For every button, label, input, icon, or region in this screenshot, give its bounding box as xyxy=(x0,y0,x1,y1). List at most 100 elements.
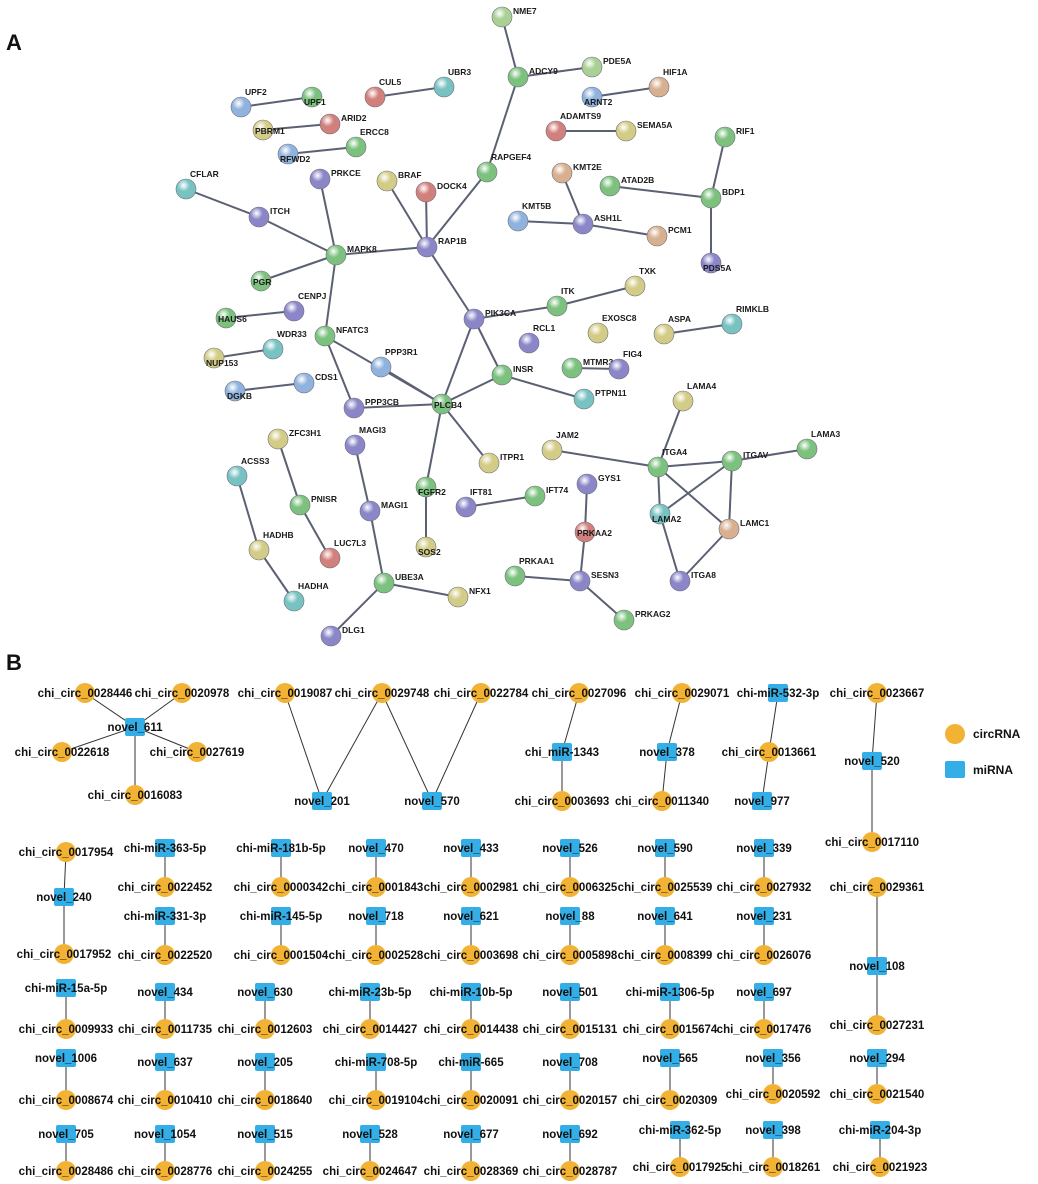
ppi-node-rcl1: RCL1 xyxy=(518,323,555,354)
network-node-label: novel_590 xyxy=(637,843,693,855)
network-node-label: chi-miR-363-5p xyxy=(124,843,206,855)
network-node-label: chi_circ_0022452 xyxy=(118,882,213,894)
ppi-node-sesn3: SESN3 xyxy=(569,570,619,592)
ppi-node-sphere xyxy=(248,539,270,561)
mirna-marker xyxy=(461,907,481,925)
mirna-node-novel-611: novel_611 xyxy=(108,718,163,736)
circrna-marker xyxy=(366,945,386,965)
ppi-node-sphere xyxy=(309,168,331,190)
ppi-node-sphere xyxy=(364,86,386,108)
ppi-node-magi1: MAGI1 xyxy=(359,500,408,522)
ppi-node-label: LAMA2 xyxy=(652,514,682,524)
ppi-edge-zfc3h1-pnisr xyxy=(277,438,301,506)
network-node-label: novel_398 xyxy=(745,1125,801,1137)
ppi-edge-magi3-magi1 xyxy=(354,444,371,512)
ppi-edge-hif1a-arnt2 xyxy=(591,86,660,98)
ppi-node-luc7l3: LUC7L3 xyxy=(319,538,366,569)
circ-mirna-edge xyxy=(381,692,433,802)
mirna-marker xyxy=(870,1121,890,1139)
network-node-label: chi_circ_0005898 xyxy=(523,950,618,962)
ppi-node-rimklb: RIMKLB xyxy=(721,304,769,335)
ppi-node-pik3ca: PIK3CA xyxy=(463,308,516,330)
ppi-node-sphere xyxy=(491,364,513,386)
ppi-edge-adcy9-pde5a xyxy=(517,66,593,78)
circrna-node-chi-circ-0014427: chi_circ_0014427 xyxy=(323,1019,417,1039)
network-node-label: chi_circ_0028776 xyxy=(118,1166,213,1178)
ppi-node-label: KMT5B xyxy=(522,201,551,211)
mirna-node-novel-515: novel_515 xyxy=(237,1125,293,1143)
ppi-edge-rfwd2-ercc8 xyxy=(287,146,357,155)
network-node-label: chi_circ_0029748 xyxy=(335,688,430,700)
ppi-node-prkaa2: PRKAA2 xyxy=(574,521,612,543)
ppi-node-itch: ITCH xyxy=(248,206,290,228)
network-node-label: novel_977 xyxy=(734,796,790,808)
ppi-node-label: PRKCE xyxy=(331,168,361,178)
ppi-node-label: LAMA3 xyxy=(811,429,841,439)
ppi-node-label: RIMKLB xyxy=(736,304,769,314)
ppi-node-label: PRKAA1 xyxy=(519,556,554,566)
ppi-node-jam2: JAM2 xyxy=(541,430,579,461)
legend-circrna-marker xyxy=(945,724,965,744)
network-node-label: chi_circ_0017476 xyxy=(717,1024,812,1036)
circrna-marker xyxy=(867,1084,887,1104)
network-node-label: chi-miR-181b-5p xyxy=(236,843,325,855)
ppi-node-label: MAPK8 xyxy=(347,244,377,254)
ppi-node-sphere xyxy=(447,586,469,608)
ppi-edge-insr-plcb4 xyxy=(441,374,503,405)
network-node-label: chi_circ_0015131 xyxy=(523,1024,618,1036)
ppi-node-label: TXK xyxy=(639,266,657,276)
ppi-node-sphere xyxy=(613,609,635,631)
network-node-label: novel_108 xyxy=(849,961,905,973)
ppi-node-sphere xyxy=(581,86,603,108)
circrna-node-chi-circ-0020978: chi_circ_0020978 xyxy=(135,683,230,703)
mirna-marker xyxy=(255,983,275,1001)
circrna-node-chi-circ-0029361: chi_circ_0029361 xyxy=(830,877,925,897)
circrna-node-chi-circ-0028446: chi_circ_0028446 xyxy=(38,683,132,703)
circrna-marker xyxy=(271,877,291,897)
mirna-node-novel-641: novel_641 xyxy=(637,907,693,925)
panel-a-label: A xyxy=(6,30,22,55)
network-node-label: chi-miR-362-5p xyxy=(639,1125,721,1137)
ppi-node-sphere xyxy=(796,438,818,460)
network-node-label: chi_circ_0009933 xyxy=(19,1024,114,1036)
ppi-edge-plcb4-fgfr2 xyxy=(425,403,443,488)
mirna-node-chi-mir-1306-5p: chi-miR-1306-5p xyxy=(626,983,714,1001)
mirna-node-novel-677: novel_677 xyxy=(443,1125,499,1143)
network-node-label: novel_528 xyxy=(342,1129,398,1141)
circrna-node-chi-circ-0028776: chi_circ_0028776 xyxy=(118,1161,213,1181)
network-node-label: chi_circ_0020091 xyxy=(424,1095,519,1107)
network-node-label: chi-miR-665 xyxy=(438,1057,504,1069)
network-node-label: chi-miR-204-3p xyxy=(839,1125,921,1137)
ppi-node-cflar: CFLAR xyxy=(175,169,219,200)
ppi-node-kmt2e: KMT2E xyxy=(551,162,602,184)
ppi-node-sphere xyxy=(359,500,381,522)
ppi-edge-acss3-hadhb xyxy=(236,475,260,551)
ppi-node-hadhb: HADHB xyxy=(248,530,294,561)
ppi-node-bdp1: BDP1 xyxy=(700,187,745,209)
network-node-label: chi_circ_0029361 xyxy=(830,882,925,894)
circrna-node-chi-circ-0002981: chi_circ_0002981 xyxy=(424,877,519,897)
panel-b-label: B xyxy=(6,650,22,675)
ppi-node-label: SESN3 xyxy=(591,570,619,580)
ppi-node-sphere xyxy=(649,503,671,525)
ppi-node-label: INSR xyxy=(513,364,533,374)
circrna-node-chi-circ-0028787: chi_circ_0028787 xyxy=(523,1161,617,1181)
network-node-label: novel_205 xyxy=(237,1057,293,1069)
ppi-edge-haus6-cenpj xyxy=(225,310,295,319)
ppi-node-nup153: NUP153 xyxy=(203,347,238,369)
ppi-node-pnisr: PNISR xyxy=(289,494,337,516)
ppi-edge-jam2-itga4 xyxy=(551,449,659,468)
circrna-node-chi-circ-0028486: chi_circ_0028486 xyxy=(19,1161,113,1181)
mirna-node-novel-378: novel_378 xyxy=(639,743,695,761)
ppi-node-exosc8: EXOSC8 xyxy=(587,313,637,344)
ppi-edge-ube3a-nfx1 xyxy=(383,582,459,598)
mirna-node-novel-205: novel_205 xyxy=(237,1053,293,1071)
ppi-node-pde5a: PDE5A xyxy=(581,56,631,78)
ppi-edge-pik3ca-plcb4 xyxy=(441,318,475,405)
mirna-node-novel-201: novel_201 xyxy=(294,792,350,810)
ppi-edge-rapgef4-rap1b xyxy=(426,171,488,248)
ppi-edge-ash1l-pcm1 xyxy=(582,223,658,237)
circrna-node-chi-circ-0017110: chi_circ_0017110 xyxy=(825,832,919,852)
circrna-marker xyxy=(360,1019,380,1039)
mirna-marker xyxy=(366,907,386,925)
